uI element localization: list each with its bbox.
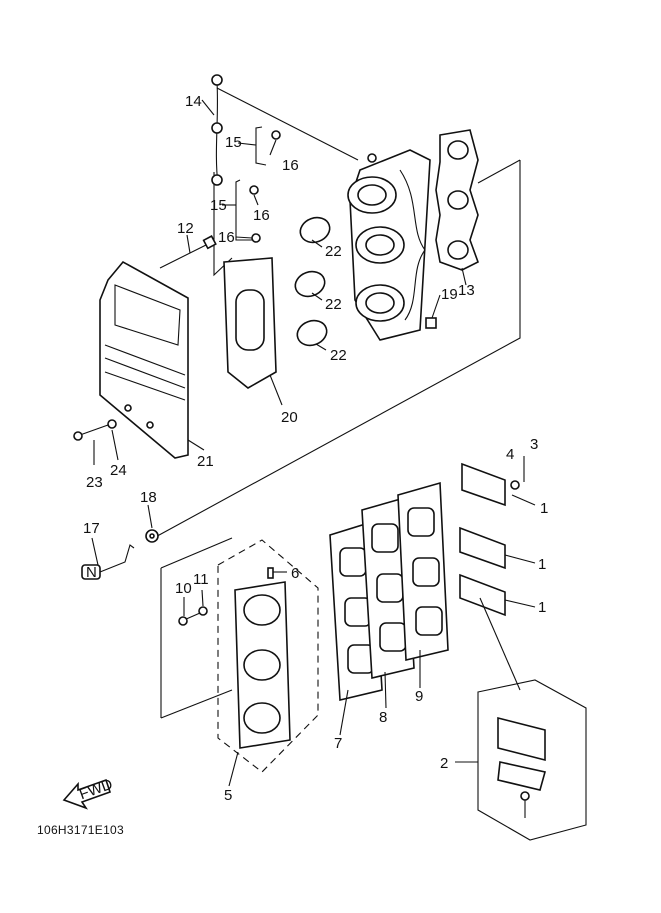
- callout-8: 8: [379, 709, 387, 726]
- callout-14: 14: [185, 93, 202, 110]
- leader-lines: [91, 99, 536, 787]
- callout-19: 19: [441, 286, 458, 303]
- callout-4: 4: [506, 446, 514, 463]
- fwd-arrow-icon: FWD: [62, 776, 115, 810]
- callout-7: 7: [334, 735, 342, 752]
- knob-part-17: N: [81, 544, 135, 581]
- callout-16-middle: 16: [253, 207, 270, 224]
- callout-16-upper: 16: [282, 157, 299, 174]
- callout-2: 2: [440, 755, 448, 772]
- gasket-part-20: [223, 257, 277, 389]
- hose-part-14: [211, 74, 359, 186]
- reed-valve-plate-part-5: [217, 539, 319, 773]
- callout-24: 24: [110, 462, 127, 479]
- callout-labels: 14 15 16 15 16 16 12 22 22 22 13 19 20 2…: [83, 93, 548, 804]
- callout-6: 6: [291, 565, 299, 582]
- callout-22-middle: 22: [325, 296, 342, 313]
- callout-17: 17: [83, 520, 100, 537]
- bolt-part-23: [73, 419, 117, 441]
- callout-16-lower: 16: [218, 229, 235, 246]
- callout-10: 10: [175, 580, 192, 597]
- grommet-part-19: [425, 317, 437, 329]
- bolt-part-10: [178, 606, 208, 626]
- callout-21: 21: [197, 453, 214, 470]
- callout-3: 3: [530, 436, 538, 453]
- screw-part-3: [510, 456, 525, 490]
- gasket-part-9: [397, 481, 449, 662]
- callout-23: 23: [86, 474, 103, 491]
- callout-11: 11: [193, 571, 209, 588]
- hose-part-15: [235, 126, 281, 243]
- assembly-frame-lines: [149, 159, 521, 719]
- callout-22-lower: 22: [330, 347, 347, 364]
- callout-18: 18: [140, 489, 157, 506]
- silencer-cover-part-21: [99, 260, 189, 459]
- callout-9: 9: [415, 688, 423, 705]
- intake-manifold: [347, 149, 431, 341]
- callout-5: 5: [224, 787, 232, 804]
- bolt-part-12: [159, 235, 217, 269]
- callout-15-lower: 15: [210, 197, 227, 214]
- callout-12: 12: [177, 220, 194, 237]
- o-rings-part-22: [294, 216, 331, 347]
- callout-22-upper: 22: [325, 243, 342, 260]
- callout-1-lower: 1: [538, 599, 546, 616]
- callout-1-upper: 1: [540, 500, 548, 517]
- callout-20: 20: [281, 409, 298, 426]
- fwd-label: FWD: [77, 776, 115, 804]
- callout-13: 13: [458, 282, 475, 299]
- reed-valve-part-1: [459, 462, 506, 617]
- callout-1-middle: 1: [538, 556, 546, 573]
- callout-15-upper: 15: [225, 134, 242, 151]
- grommet-part-18: [145, 529, 159, 543]
- diagram-code: 106H3171E103: [37, 823, 125, 837]
- manifold-gasket-part-13: [435, 129, 479, 271]
- svg-text:N: N: [86, 564, 97, 581]
- reed-valve-detail-part-2: [477, 597, 587, 841]
